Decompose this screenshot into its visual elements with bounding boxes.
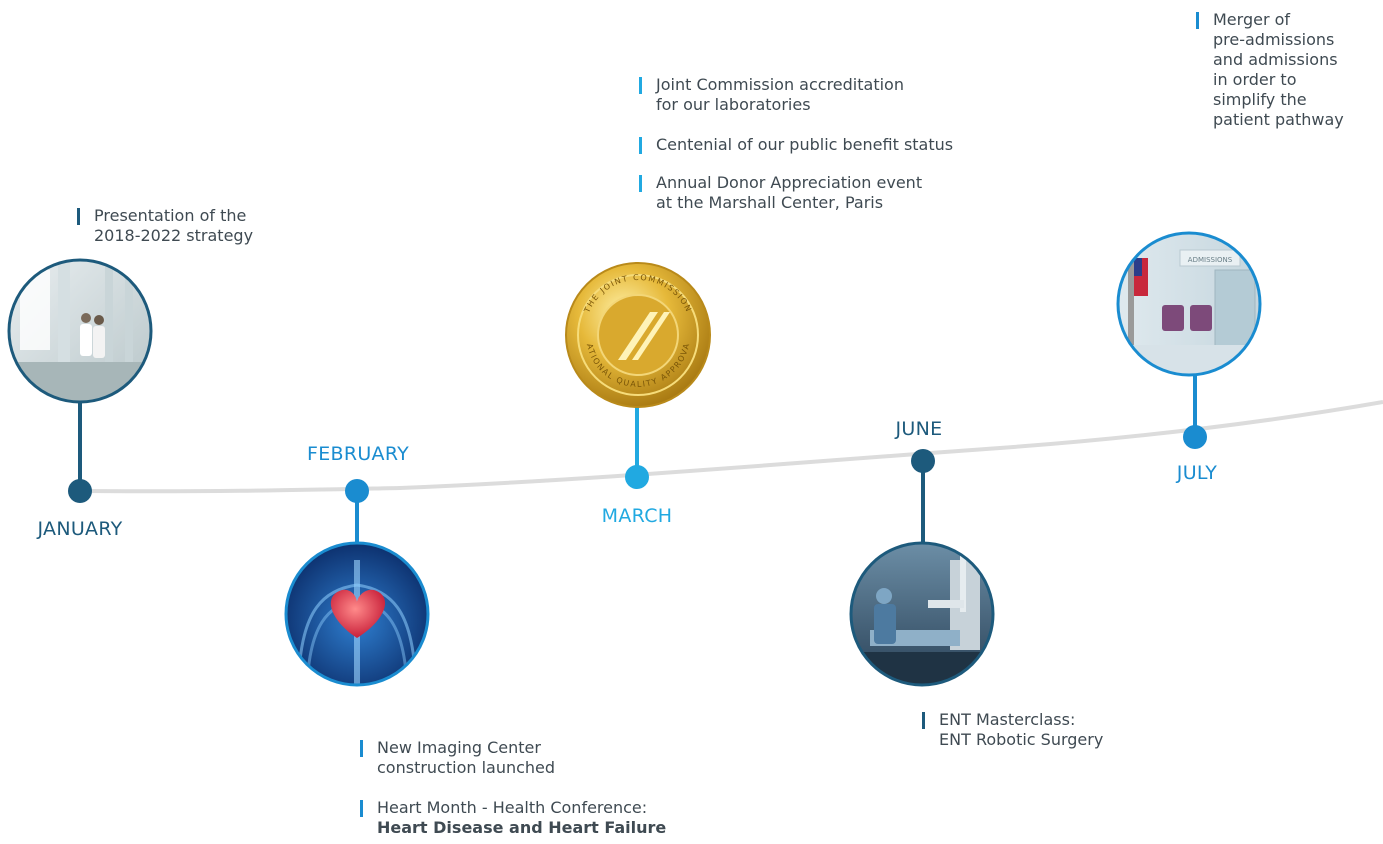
timeline-dot-june bbox=[911, 449, 935, 473]
event-march-3: Annual Donor Appreciation event at the M… bbox=[636, 173, 922, 213]
event-july: Merger of pre-admissions and admissions … bbox=[1193, 10, 1344, 130]
event-february-1-line-2: construction launched bbox=[377, 758, 556, 777]
event-february-2-line-2: Heart Disease and Heart Failure bbox=[377, 818, 667, 837]
event-february-2-line-1: Heart Month - Health Conference: bbox=[377, 798, 648, 817]
event-march-3-line-1: Annual Donor Appreciation event bbox=[656, 173, 923, 192]
event-july-line-1: Merger of bbox=[1213, 10, 1291, 29]
event-june-line-1: ENT Masterclass: bbox=[939, 710, 1076, 729]
event-february-1: New Imaging Center construction launched bbox=[357, 738, 555, 778]
event-march-2-line-1: Centenial of our public benefit status bbox=[656, 135, 954, 154]
month-label-february: FEBRUARY bbox=[306, 443, 410, 465]
event-july-line-2: pre-admissions bbox=[1213, 30, 1335, 49]
month-label-january: JANUARY bbox=[37, 518, 123, 540]
event-march-3-line-2: at the Marshall Center, Paris bbox=[656, 193, 884, 212]
event-july-line-4: in order to bbox=[1213, 70, 1297, 89]
month-label-july: JULY bbox=[1176, 462, 1218, 484]
event-march-1: Joint Commission accreditation for our l… bbox=[636, 75, 904, 115]
heart-anatomy-icon bbox=[286, 543, 428, 685]
event-june: ENT Masterclass: ENT Robotic Surgery bbox=[919, 710, 1103, 750]
month-label-june: JUNE bbox=[895, 418, 943, 440]
timeline-dot-march bbox=[625, 465, 649, 489]
hospital-corridor-photo bbox=[9, 260, 151, 402]
event-january-line-1: Presentation of the bbox=[94, 206, 247, 225]
month-label-march: MARCH bbox=[601, 505, 673, 527]
event-january: Presentation of the 2018-2022 strategy bbox=[74, 206, 253, 246]
timeline-dot-february bbox=[345, 479, 369, 503]
event-february-2: Heart Month - Health Conference: Heart D… bbox=[357, 798, 666, 838]
event-july-line-3: and admissions bbox=[1213, 50, 1338, 69]
event-march-2: Centenial of our public benefit status bbox=[636, 135, 953, 155]
event-february-1-line-1: New Imaging Center bbox=[377, 738, 541, 757]
timeline-dot-july bbox=[1183, 425, 1207, 449]
event-march-1-line-1: Joint Commission accreditation bbox=[656, 75, 904, 94]
timeline-dot-january bbox=[68, 479, 92, 503]
event-march-1-line-2: for our laboratories bbox=[656, 95, 811, 114]
event-january-line-2: 2018-2022 strategy bbox=[94, 226, 254, 245]
event-july-line-6: patient pathway bbox=[1213, 110, 1344, 129]
event-june-line-2: ENT Robotic Surgery bbox=[939, 730, 1104, 749]
event-july-line-5: simplify the bbox=[1213, 90, 1307, 109]
admissions-lobby-photo: ADMISSIONS bbox=[1118, 233, 1260, 375]
svg-text:ADMISSIONS: ADMISSIONS bbox=[1188, 256, 1233, 264]
